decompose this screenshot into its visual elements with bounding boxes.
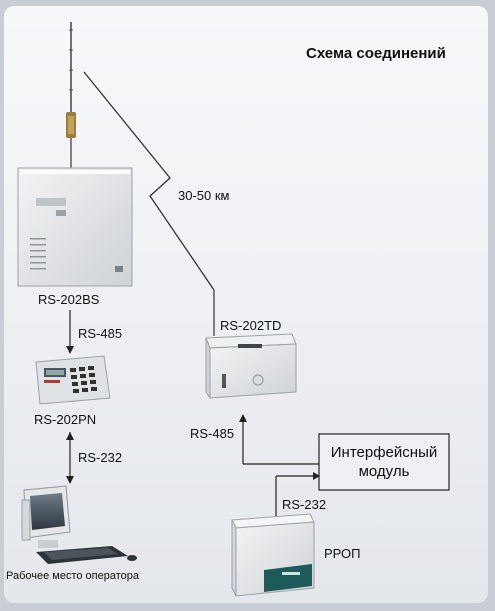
link-bs-pn-label: RS-485: [78, 326, 123, 341]
transmitter-device: [205, 333, 297, 400]
antenna-icon: [66, 22, 76, 168]
link-td-interface-label: RS-485: [190, 426, 235, 441]
arrow-down-icon: [66, 476, 74, 484]
link-pn-pc-label: RS-232: [78, 450, 123, 465]
arrow-up-icon: [239, 414, 247, 422]
interface-module-line2: модуль: [358, 463, 410, 480]
arrow-right-icon: [313, 472, 320, 480]
base-station-device: [17, 167, 133, 287]
panel-device: [35, 355, 111, 405]
ppop-label: РРОП: [324, 546, 361, 561]
interface-module-box: [318, 433, 450, 491]
arrow-up-icon: [66, 432, 74, 440]
computer-icon: [21, 485, 137, 564]
interface-module-line1: Интерфейсный: [330, 444, 438, 461]
arrow-down-icon: [66, 346, 74, 354]
page-title: Схема соединений: [306, 45, 446, 62]
interface-module-label: Интерфейсный модуль: [319, 434, 449, 490]
diagram-panel: [4, 6, 488, 603]
link-interface-ppop-label: RS-232: [282, 497, 327, 512]
radio-link-line: [83, 71, 215, 291]
transmitter-label: RS-202TD: [220, 318, 282, 333]
ppop-device: [231, 513, 315, 597]
workstation-label: Рабочее место оператора: [6, 570, 140, 582]
base-station-label: RS-202BS: [38, 292, 100, 307]
panel-label: RS-202PN: [34, 412, 97, 427]
distance-label: 30-50 км: [178, 188, 230, 203]
